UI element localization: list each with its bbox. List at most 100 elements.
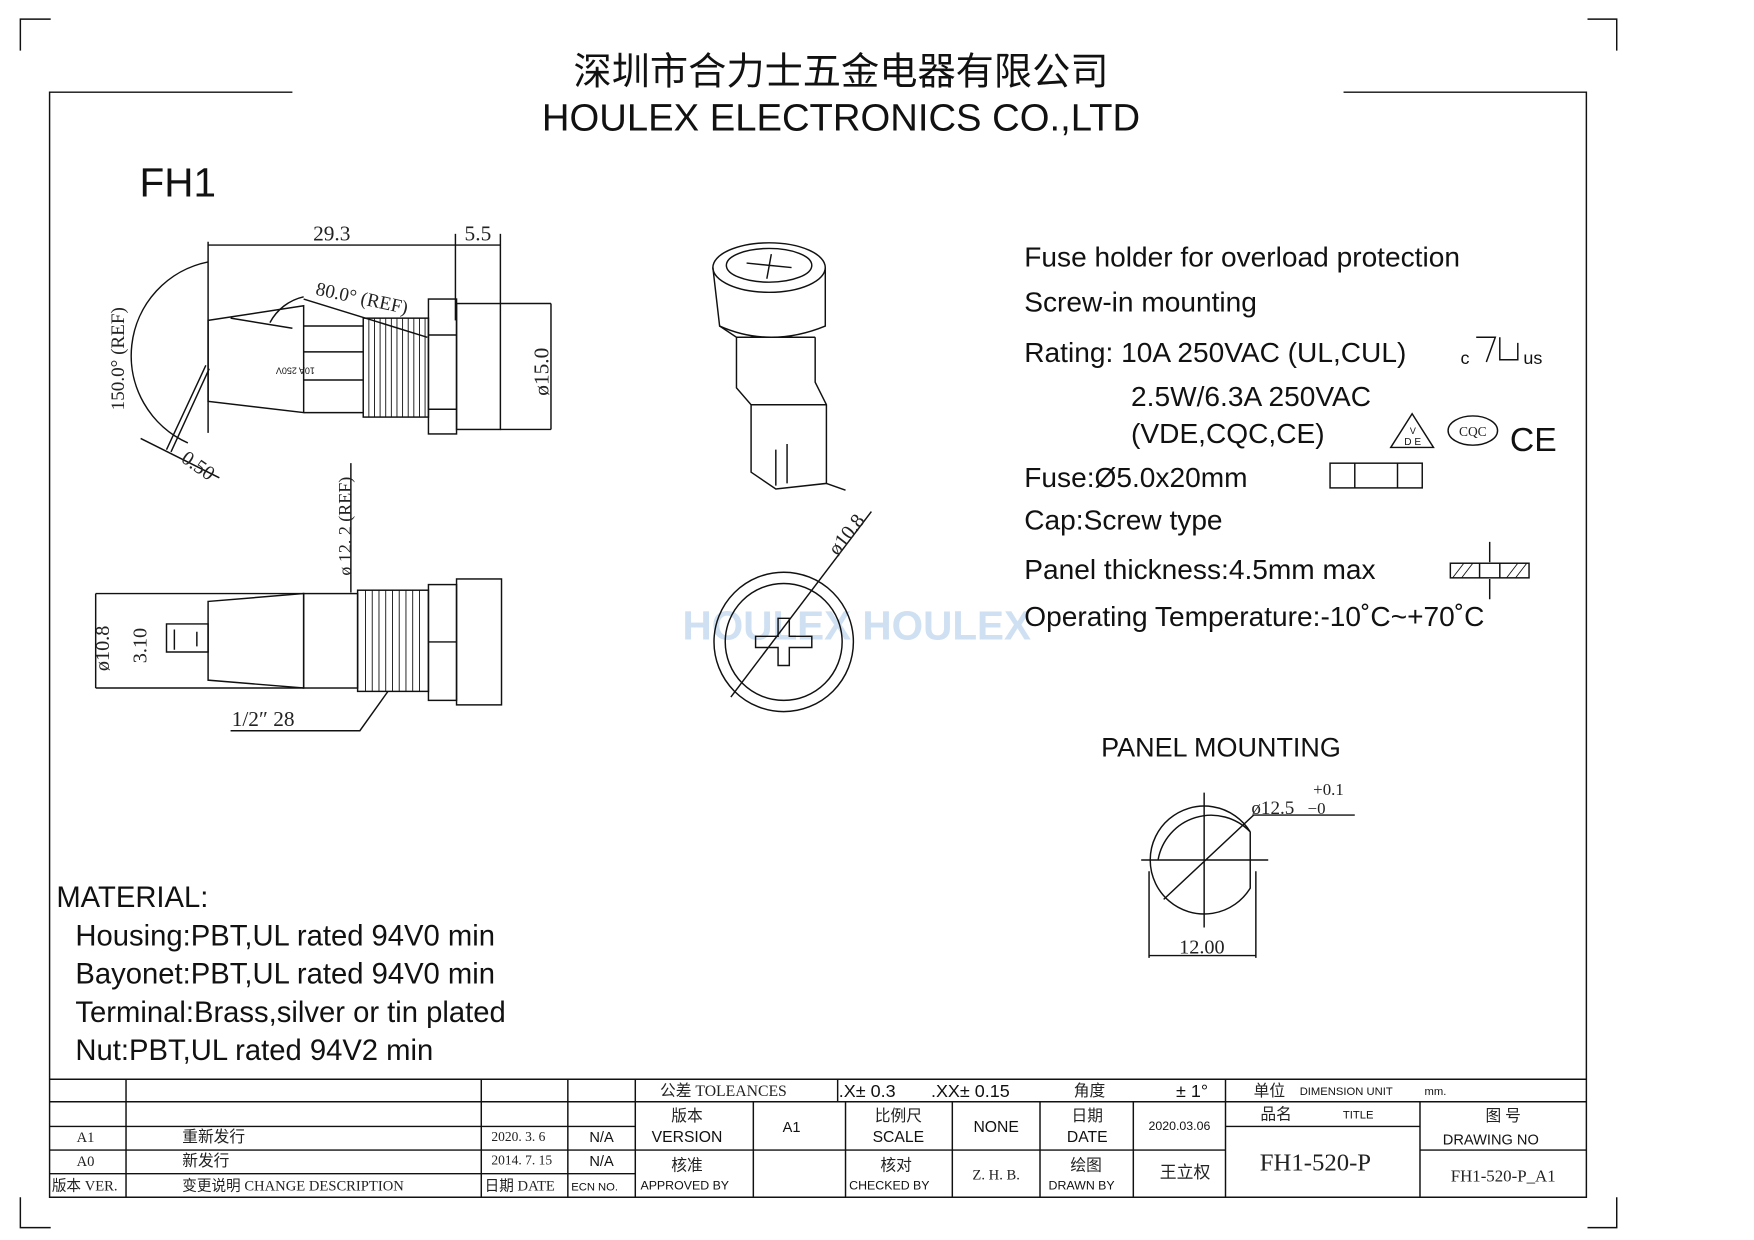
isometric-view — [712, 242, 846, 491]
svg-text:核准: 核准 — [671, 1156, 702, 1174]
watermark: HOULEX HOULEX — [683, 603, 1032, 649]
svg-text:N/A: N/A — [589, 1130, 614, 1146]
svg-text:V: V — [1410, 426, 1416, 436]
svg-text:Operating Temperature:-10˚C~+7: Operating Temperature:-10˚C~+70˚C — [1024, 601, 1484, 632]
svg-text:Fuse holder for overload prote: Fuse holder for overload protection — [1024, 241, 1460, 272]
top-view — [713, 511, 872, 713]
panel-mounting-title: PANEL MOUNTING — [1101, 733, 1341, 763]
svg-text:DRAWING NO: DRAWING NO — [1443, 1132, 1539, 1148]
ul-mark-icon: c us — [1460, 336, 1542, 368]
svg-text:A1: A1 — [77, 1130, 95, 1146]
company-name-cn: 深圳市合力士五金电器有限公司 — [573, 50, 1108, 93]
cqc-mark-icon: CQC — [1447, 415, 1499, 446]
svg-text:2014. 7. 15: 2014. 7. 15 — [491, 1153, 552, 1168]
svg-text:公差 TOLEANCES: 公差 TOLEANCES — [660, 1082, 787, 1100]
svg-text:DRAWN BY: DRAWN BY — [1049, 1178, 1115, 1192]
thread-hatch-front — [365, 590, 420, 692]
svg-text:绘图: 绘图 — [1070, 1156, 1101, 1174]
panel-width: 12.00 — [1179, 936, 1225, 958]
svg-text:(VDE,CQC,CE): (VDE,CQC,CE) — [1131, 418, 1325, 449]
panel-thickness-icon — [1449, 541, 1530, 600]
svg-text:角度: 角度 — [1074, 1082, 1106, 1100]
svg-text:2020.03.06: 2020.03.06 — [1148, 1119, 1210, 1133]
dim-angle-150: 150.0° (REF) — [108, 307, 129, 410]
svg-text:Housing:PBT,UL rated 94V0 min: Housing:PBT,UL rated 94V0 min — [75, 920, 495, 952]
svg-text:新发行: 新发行 — [182, 1152, 229, 1170]
model-title: FH1 — [140, 160, 216, 206]
svg-text:日期: 日期 — [1072, 1107, 1103, 1125]
svg-text:CQC: CQC — [1459, 424, 1487, 439]
svg-text:mm.: mm. — [1424, 1086, 1446, 1098]
revision-table: A1 重新发行 2020. 3. 6 N/A A0 新发行 2014. 7. 1… — [52, 1128, 618, 1194]
front-view-drawing — [94, 463, 503, 732]
svg-text:Fuse:Ø5.0x20mm: Fuse:Ø5.0x20mm — [1024, 462, 1247, 493]
svg-text:Cap:Screw type: Cap:Screw type — [1024, 505, 1222, 536]
svg-text:版本: 版本 — [671, 1107, 703, 1125]
dim-dia-10-8: ø10.8 — [92, 626, 114, 672]
revision-header: 版本 VER. 变更说明 CHANGE DESCRIPTION 日期 DATE … — [52, 1178, 618, 1195]
svg-text:图 号: 图 号 — [1485, 1107, 1520, 1125]
fuse-icon — [1329, 462, 1423, 489]
svg-text:D E: D E — [1404, 437, 1421, 448]
dim-length: 29.3 — [313, 222, 350, 246]
panel-tol-minus: −0 — [1308, 799, 1326, 818]
svg-text:核对: 核对 — [880, 1156, 912, 1174]
panel-tol-plus: +0.1 — [1313, 780, 1344, 799]
svg-text:变更说明 CHANGE DESCRIPTION: 变更说明 CHANGE DESCRIPTION — [182, 1178, 404, 1195]
svg-text:APPROVED BY: APPROVED BY — [640, 1178, 729, 1192]
svg-text:NONE: NONE — [973, 1119, 1018, 1136]
svg-text:FH1-520-P_A1: FH1-520-P_A1 — [1451, 1167, 1556, 1186]
svg-text:比例尺: 比例尺 — [875, 1107, 922, 1125]
svg-text:TITLE: TITLE — [1343, 1110, 1374, 1122]
svg-text:.XX± 0.15: .XX± 0.15 — [931, 1081, 1010, 1101]
svg-text:VERSION: VERSION — [652, 1129, 723, 1146]
svg-text:单位: 单位 — [1254, 1082, 1285, 1100]
dim-thread: 1/2″ 28 — [232, 707, 295, 731]
svg-text:ECN NO.: ECN NO. — [571, 1182, 618, 1194]
svg-text:Screw-in mounting: Screw-in mounting — [1024, 286, 1257, 317]
dim-dia-15: ø15.0 — [530, 348, 554, 396]
svg-text:Terminal:Brass,silver or tin p: Terminal:Brass,silver or tin plated — [75, 997, 505, 1029]
svg-text:A0: A0 — [77, 1154, 95, 1170]
svg-text:us: us — [1523, 348, 1542, 368]
svg-text:N/A: N/A — [589, 1154, 614, 1170]
title-block-grid — [49, 1078, 1587, 1198]
body-print: 10A 250V — [276, 366, 315, 376]
sheet-border — [48, 91, 1588, 1199]
ce-mark-icon: CE — [1510, 421, 1557, 459]
dim-angle-80: 80.0° (REF) — [314, 279, 410, 319]
svg-text:王立权: 王立权 — [1160, 1163, 1211, 1182]
svg-text:Z. H. B.: Z. H. B. — [972, 1167, 1019, 1183]
specifications: Fuse holder for overload protection Scre… — [1024, 241, 1484, 632]
svg-text:重新发行: 重新发行 — [182, 1128, 245, 1146]
side-view-drawing — [130, 233, 552, 479]
svg-text:Nut:PBT,UL rated 94V2 min: Nut:PBT,UL rated 94V2 min — [75, 1035, 433, 1067]
svg-text:c: c — [1460, 348, 1469, 368]
svg-text:2020. 3. 6: 2020. 3. 6 — [491, 1129, 545, 1144]
corner-marks — [19, 18, 1618, 1229]
svg-text:± 1°: ± 1° — [1176, 1081, 1208, 1101]
svg-text:.X± 0.3: .X± 0.3 — [839, 1081, 896, 1101]
dim-cap-dia: ø10.8 — [824, 510, 869, 559]
svg-text:版本 VER.: 版本 VER. — [52, 1178, 118, 1195]
company-name-en: HOULEX ELECTRONICS CO.,LTD — [542, 96, 1140, 139]
svg-text:CHECKED BY: CHECKED BY — [849, 1178, 929, 1192]
svg-text:2.5W/6.3A 250VAC: 2.5W/6.3A 250VAC — [1131, 381, 1371, 412]
title-block: 公差 TOLEANCES .X± 0.3 .XX± 0.15 角度 ± 1° 单… — [640, 1081, 1555, 1192]
svg-text:A1: A1 — [783, 1120, 801, 1136]
dim-dia-12-2: ø 12. 2 (REF) — [335, 477, 356, 576]
revision-row: A0 新发行 2014. 7. 15 N/A — [77, 1152, 614, 1170]
svg-text:Panel thickness:4.5mm max: Panel thickness:4.5mm max — [1024, 554, 1375, 585]
svg-text:FH1-520-P: FH1-520-P — [1260, 1149, 1371, 1176]
dim-pin: 0.50 — [177, 447, 219, 485]
dim-terminal: 3.10 — [129, 628, 151, 663]
svg-text:SCALE: SCALE — [873, 1129, 925, 1146]
panel-dia: ø12.5 — [1251, 798, 1294, 819]
svg-text:Rating: 10A 250VAC (UL,CUL): Rating: 10A 250VAC (UL,CUL) — [1024, 337, 1406, 368]
svg-text:DATE: DATE — [1067, 1129, 1108, 1146]
svg-text:DIMENSION UNIT: DIMENSION UNIT — [1300, 1086, 1393, 1098]
svg-text:品名: 品名 — [1260, 1106, 1291, 1124]
svg-text:日期 DATE: 日期 DATE — [485, 1178, 555, 1195]
revision-row: A1 重新发行 2020. 3. 6 N/A — [77, 1128, 614, 1146]
svg-text:MATERIAL:: MATERIAL: — [56, 882, 208, 914]
